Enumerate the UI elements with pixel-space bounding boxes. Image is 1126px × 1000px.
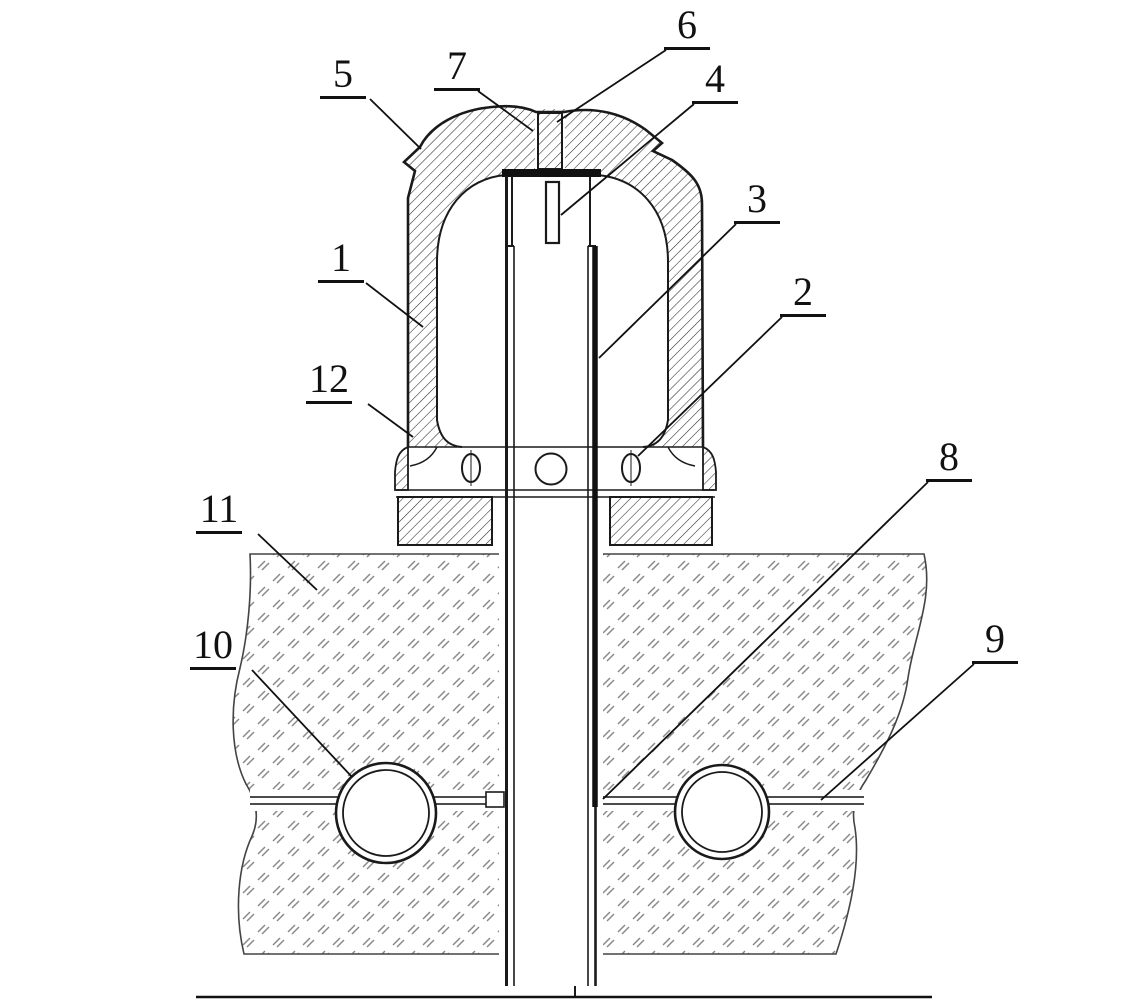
leader-lines: [251, 49, 975, 801]
part-label-3: 3: [734, 179, 780, 224]
tube-line-junction-tab: [485, 791, 505, 808]
part-label-11: 11: [196, 489, 242, 534]
part-label-2: 2: [780, 272, 826, 317]
leader-12: [367, 403, 414, 438]
part-label-8: 8: [926, 437, 972, 482]
leader-1: [365, 282, 424, 328]
pipe-circle-right: [673, 763, 771, 861]
leader-4: [560, 103, 695, 216]
leader-3: [598, 223, 737, 359]
part-label-5: 5: [320, 54, 366, 99]
part-label-10: 10: [190, 625, 236, 670]
part-label-4: 4: [692, 59, 738, 104]
bolt-band: [461, 450, 641, 486]
inner-slot-part: [544, 180, 561, 245]
tube-ground-clearance: [499, 545, 603, 986]
flange-ears: [394, 445, 717, 491]
part-label-7: 7: [434, 46, 480, 91]
pipe-circle-left: [334, 761, 438, 865]
leader-2: [637, 316, 783, 457]
part-label-1: 1: [318, 238, 364, 283]
leader-8: [602, 481, 929, 800]
leader-7: [477, 90, 534, 132]
part-label-9: 9: [972, 619, 1018, 664]
leader-10: [251, 669, 353, 778]
part-label-12: 12: [306, 359, 352, 404]
cap-seal-bar: [502, 169, 601, 177]
leader-5: [369, 98, 422, 150]
leader-11: [257, 533, 318, 591]
center-tube: [505, 176, 598, 998]
leader-6: [556, 49, 667, 123]
leader-9: [820, 663, 975, 801]
part-label-6: 6: [664, 5, 710, 50]
